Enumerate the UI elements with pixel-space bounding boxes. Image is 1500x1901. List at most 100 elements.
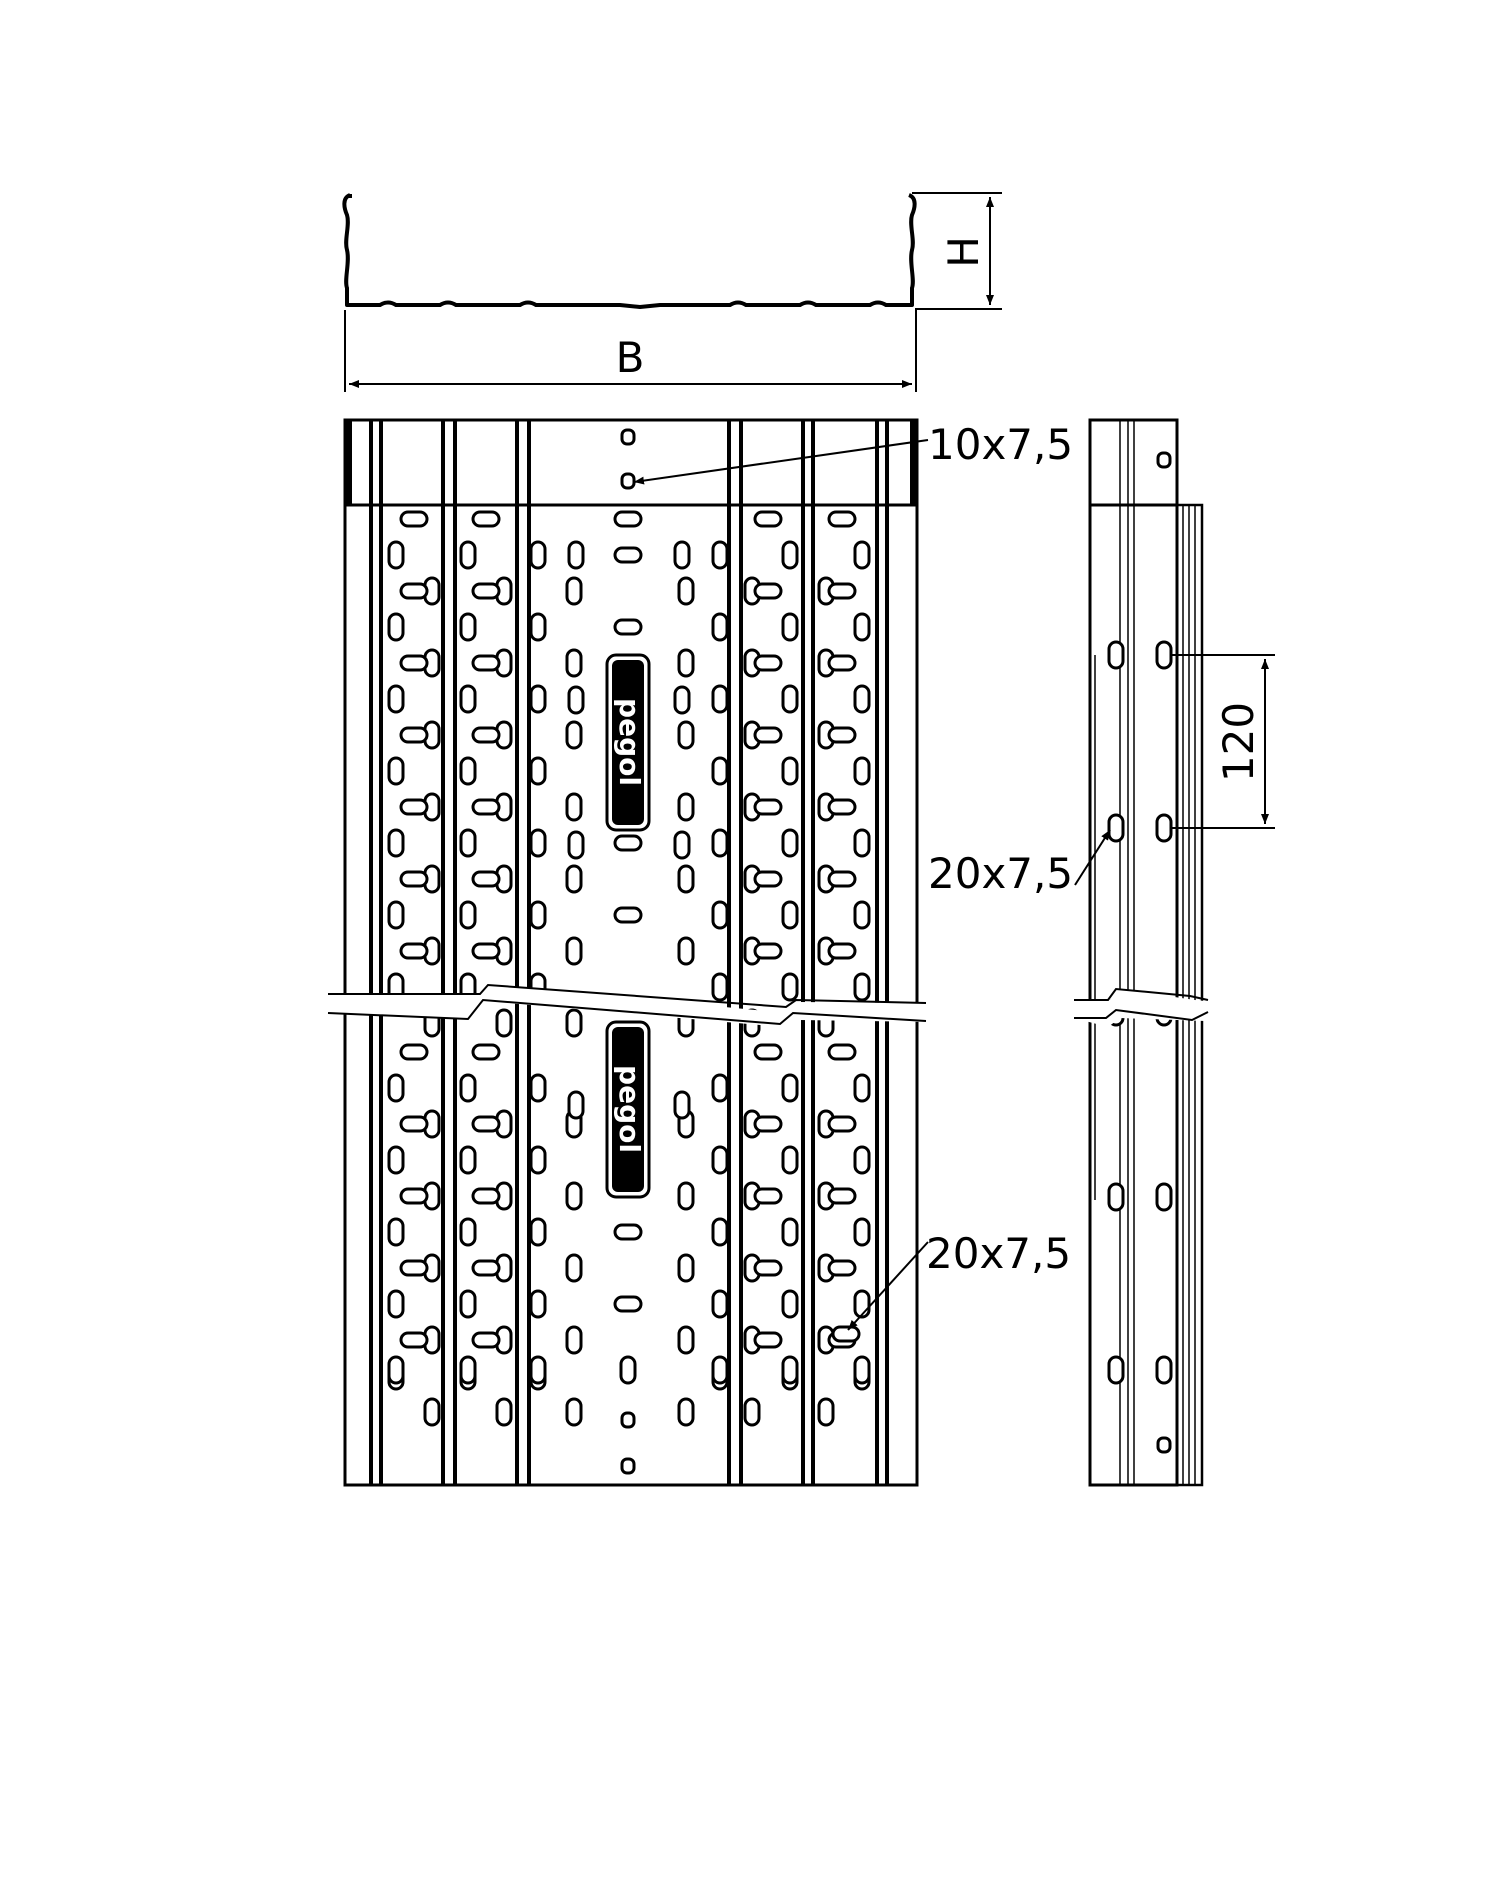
slot-hole [471,1115,501,1133]
slot-hole [677,792,695,822]
slot-hole [529,612,547,642]
slot-hole [753,870,783,888]
slot-hole [853,1289,871,1319]
slot-hole [753,510,783,528]
slot-hole [673,685,691,715]
slot-hole [529,684,547,714]
slot-hole [1107,813,1125,843]
slot-hole [399,726,429,744]
slot-hole [753,726,783,744]
rib-groove [801,419,815,1486]
pitch-dimension [1172,654,1275,829]
slot-hole [781,612,799,642]
slot-hole [711,900,729,930]
slot-hole [399,654,429,672]
slot-hole [711,1073,729,1103]
slot-hole [673,540,691,570]
slot-hole [781,828,799,858]
slot-hole [753,1115,783,1133]
slot-hole [853,684,871,714]
slot-hole [613,618,643,636]
slot-hole [565,1181,583,1211]
perforation-pattern [387,428,871,1475]
slot-hole [387,612,405,642]
slot-hole [459,900,477,930]
slot-hole [567,830,585,860]
slot-hole [711,1355,729,1385]
slot-hole [529,1355,547,1385]
side-view [1074,418,1209,1487]
slot-hole [387,1355,405,1385]
slot-hole [781,900,799,930]
slot-hole [753,582,783,600]
slot-hole [673,1090,691,1120]
slot-hole [853,612,871,642]
slot-hole [387,1145,405,1175]
slot-hole [853,972,871,1002]
slot-hole [565,864,583,894]
slot-hole [471,798,501,816]
slot-hole [565,792,583,822]
slot-hole [1107,1182,1125,1212]
slot-hole [853,828,871,858]
slot-hole [753,1187,783,1205]
slot-hole [677,648,695,678]
slot-hole [399,798,429,816]
slot-hole [565,1253,583,1283]
slot-hole [753,654,783,672]
slot-hole [677,864,695,894]
slot-hole [399,870,429,888]
slot-hole [613,1223,643,1241]
slot-hole [529,828,547,858]
slot-hole [387,756,405,786]
slot-hole [495,1397,513,1427]
slot-hole [529,1145,547,1175]
slot-hole [781,1217,799,1247]
slot-hole [743,1397,761,1427]
slot-hole [827,1259,857,1277]
slot-hole [827,726,857,744]
small-hole [620,1411,636,1429]
hole-small-label: 10x7,5 [928,420,1073,469]
slot-hole [565,1325,583,1355]
slot-hole [471,870,501,888]
slot-hole [677,720,695,750]
slot-hole [853,756,871,786]
slot-hole [387,1217,405,1247]
slot-hole [781,756,799,786]
slot-hole [565,576,583,606]
height-label: H [939,236,988,268]
hole-callout-side [1074,829,1111,886]
width-dimension [344,310,917,392]
logo-text-lower: pegol [613,1065,646,1153]
slot-hole [613,1295,643,1313]
slot-hole [827,870,857,888]
slot-hole [529,900,547,930]
rib-groove [875,419,889,1486]
slot-hole [827,654,857,672]
slot-hole [565,936,583,966]
slot-hole [613,834,643,852]
slot-hole [529,1289,547,1319]
slot-hole [1107,640,1125,670]
slot-hole [781,540,799,570]
hole-base-label: 20x7,5 [926,1229,1071,1278]
slot-hole [827,1115,857,1133]
slot-hole [817,1397,835,1427]
slot-hole [677,1181,695,1211]
slot-hole [1155,1182,1173,1212]
slot-hole [753,942,783,960]
slot-hole [711,612,729,642]
slot-hole [387,540,405,570]
slot-hole [827,1043,857,1061]
slot-hole [827,1187,857,1205]
slot-hole [853,1217,871,1247]
slot-hole [1107,1355,1125,1385]
slot-hole [459,828,477,858]
slot-hole [677,936,695,966]
slot-hole [459,612,477,642]
slot-hole [459,1355,477,1385]
small-hole [620,472,636,490]
slot-hole [853,1145,871,1175]
